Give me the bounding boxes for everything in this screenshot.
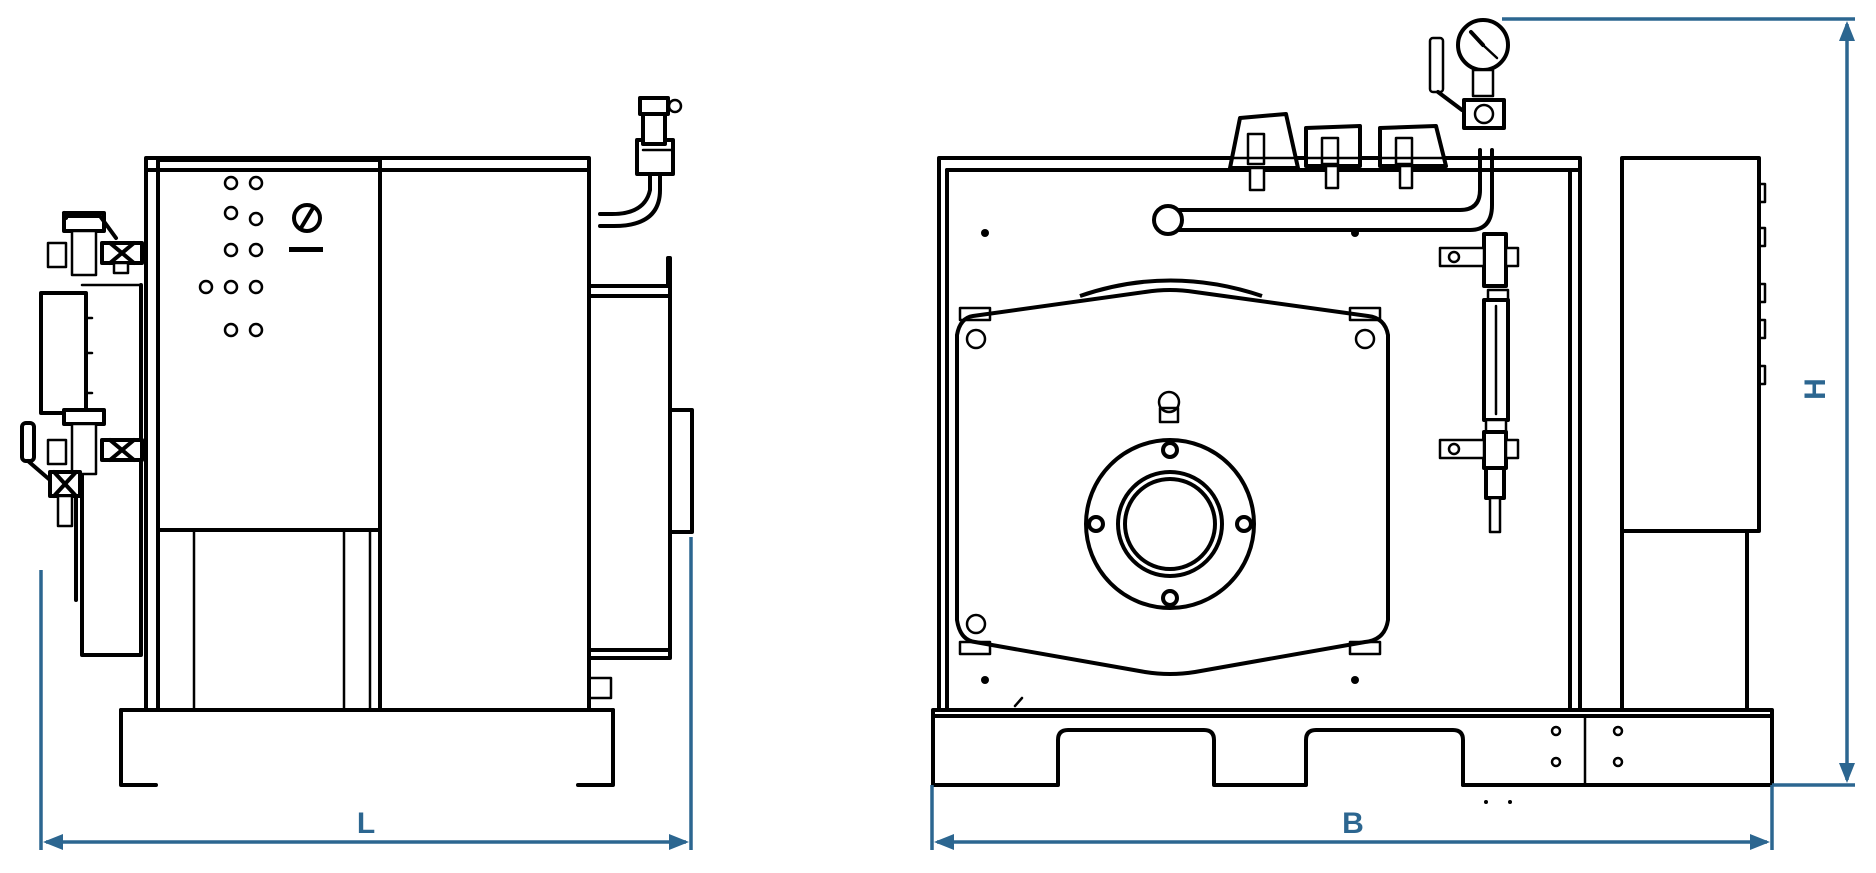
burner-door <box>955 278 1390 676</box>
burner-flange-icon <box>1084 438 1256 610</box>
pressure-gauge-icon <box>1428 18 1510 130</box>
side-view <box>20 96 694 787</box>
side-cabinet <box>1620 156 1761 533</box>
water-gauge-icon <box>1438 232 1520 534</box>
panel-indicator-holes <box>198 175 264 338</box>
rear-hood <box>587 256 672 660</box>
front-view <box>931 18 1774 804</box>
pressure-switches-icon <box>1152 112 1494 236</box>
dimension-length: L <box>39 537 693 850</box>
safety-valve-icon <box>598 96 683 228</box>
dimension-label-length: L <box>357 807 375 840</box>
dimension-label-height: H <box>1799 378 1832 400</box>
main-switch-icon <box>289 203 323 252</box>
rear-flange <box>668 408 694 534</box>
upper-valve-icon <box>46 211 144 277</box>
lower-valve-icon <box>20 408 144 528</box>
dimension-height: H <box>1502 17 1855 787</box>
sight-glass-icon <box>1157 390 1181 424</box>
side-base-frame <box>119 708 615 787</box>
side-body <box>144 156 591 712</box>
dimension-label-width: B <box>1342 807 1364 840</box>
control-panel <box>156 158 382 532</box>
dimension-width: B <box>930 785 1774 850</box>
